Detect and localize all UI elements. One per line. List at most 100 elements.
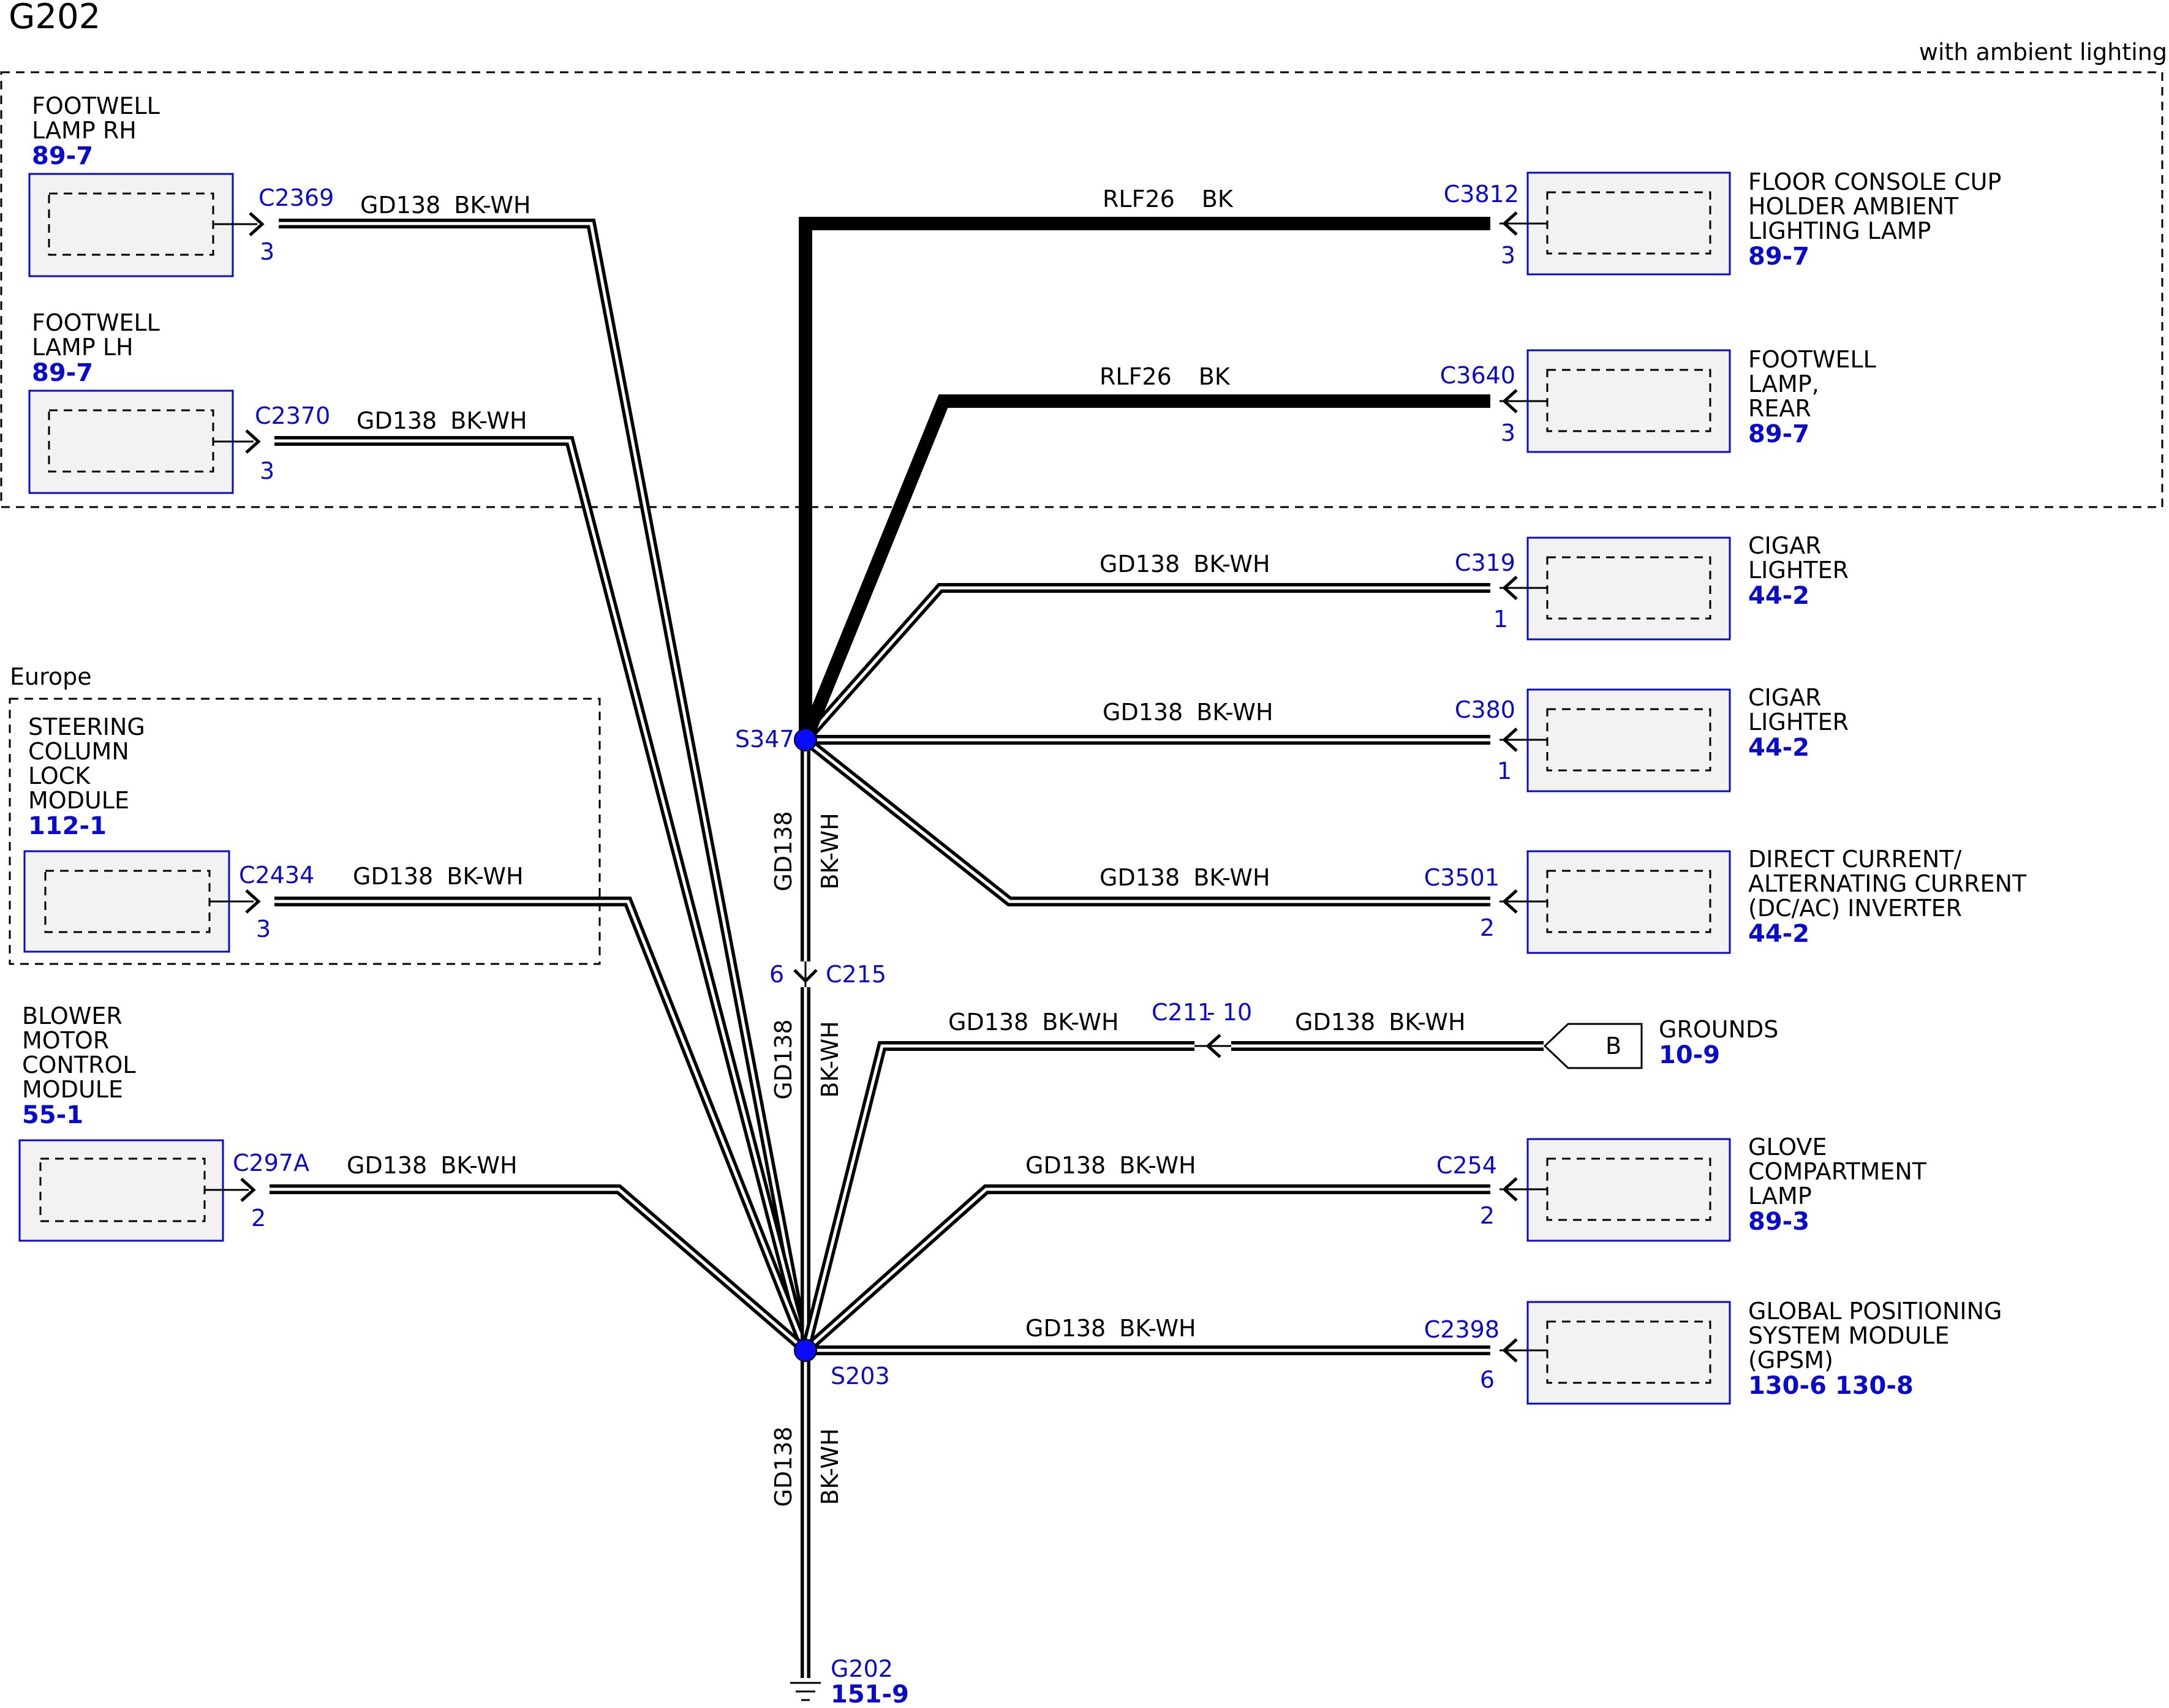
component-footwell-lamp-lh[interactable]: FOOTWELL LAMP LH 89-7 C2370 3 — [28, 309, 330, 494]
connector-c3812[interactable]: C3812 — [1444, 181, 1519, 208]
component-cigar-lighter-c319[interactable]: C319 1 CIGAR LIGHTER 44-2 — [1455, 532, 1849, 641]
footwell-rh-name-2: LAMP RH — [32, 117, 137, 144]
connector-c2434[interactable]: C2434 — [239, 862, 314, 889]
glove-name-2: COMPARTMENT — [1748, 1158, 1927, 1185]
pin-c2398: 6 — [1480, 1366, 1495, 1393]
component-steering-column-lock-module[interactable]: STEERING COLUMN LOCK MODULE 112-1 C2434 … — [23, 713, 314, 953]
pin-c254: 2 — [1480, 1202, 1495, 1229]
gpsm-name-1: GLOBAL POSITIONING — [1748, 1298, 2002, 1325]
connector-c2370[interactable]: C2370 — [255, 402, 330, 429]
component-footwell-lamp-rh[interactable]: FOOTWELL LAMP RH 89-7 C2369 3 — [28, 92, 334, 277]
connector-c215[interactable]: C215 — [826, 961, 886, 988]
steering-name-2: COLUMN — [28, 738, 129, 765]
footwell-rear-name-2: LAMP, — [1748, 371, 1819, 397]
grounds-tag-shape — [1543, 1023, 1643, 1069]
blower-name-4: MODULE — [22, 1076, 123, 1103]
connector-c3501[interactable]: C3501 — [1424, 864, 1499, 891]
steering-box — [23, 850, 230, 953]
grounds-ref[interactable]: 10-9 — [1659, 1041, 1720, 1069]
cigar-2-box — [1526, 688, 1731, 792]
component-floor-console-cup-holder-lamp[interactable]: C3812 3 FLOOR CONSOLE CUP HOLDER AMBIENT… — [1444, 168, 2002, 276]
cigar-2-name-1: CIGAR — [1748, 684, 1822, 711]
cup-holder-name-3: LIGHTING LAMP — [1748, 217, 1931, 244]
connector-c211[interactable]: C211 — [1152, 999, 1212, 1026]
blower-box — [18, 1139, 224, 1242]
wire-c3640 — [799, 394, 1490, 743]
footwell-rh-ref[interactable]: 89-7 — [32, 142, 93, 170]
connector-c297a[interactable]: C297A — [233, 1149, 309, 1176]
inverter-name-3: (DC/AC) INVERTER — [1748, 895, 1962, 922]
gpsm-name-3: (GPSM) — [1748, 1347, 1833, 1374]
pin-c2370: 3 — [260, 457, 274, 484]
footwell-rear-ref[interactable]: 89-7 — [1748, 420, 1809, 448]
inline-connector-c215[interactable]: C215 6 — [769, 961, 886, 988]
component-glove-compartment-lamp[interactable]: C254 2 GLOVE COMPARTMENT LAMP 89-3 — [1436, 1134, 1927, 1242]
pin-c297a: 2 — [251, 1205, 266, 1232]
wire-c3812 — [799, 217, 1490, 740]
footwell-lh-name-2: LAMP LH — [32, 334, 134, 361]
grounds-label: GROUNDS — [1659, 1016, 1778, 1043]
connector-c380[interactable]: C380 — [1455, 696, 1515, 723]
connector-c2398-icon — [1502, 1338, 1518, 1363]
gpsm-ref[interactable]: 130-6 130-8 — [1748, 1372, 1914, 1400]
footwell-rear-name-3: REAR — [1748, 395, 1811, 422]
ground-ref[interactable]: 151-9 — [831, 1680, 909, 1708]
component-grounds[interactable]: B GROUNDS 10-9 — [1543, 1016, 1778, 1069]
connector-c3640[interactable]: C3640 — [1440, 362, 1515, 389]
connector-c2369-icon — [249, 212, 265, 236]
inverter-name-2: ALTERNATING CURRENT — [1748, 870, 2027, 897]
cigar-1-name-2: LIGHTER — [1748, 557, 1849, 584]
splice-s203-dot[interactable] — [794, 1339, 817, 1362]
connector-c3812-icon — [1502, 211, 1518, 236]
ground-name[interactable]: G202 — [831, 1655, 893, 1682]
trunk-lower-wire-color: BK-WH — [817, 1428, 843, 1505]
cigar-1-ref[interactable]: 44-2 — [1748, 582, 1809, 610]
component-cigar-lighter-c380[interactable]: C380 1 CIGAR LIGHTER 44-2 — [1455, 684, 1849, 792]
connector-c254-icon — [1502, 1177, 1518, 1202]
europe-label: Europe — [10, 663, 92, 690]
connector-c254[interactable]: C254 — [1436, 1152, 1497, 1179]
inline-connector-c211[interactable]: C211 - 10 — [1152, 999, 1252, 1058]
splice-s347[interactable]: S347 — [735, 726, 794, 753]
grounds-tag: B — [1605, 1033, 1621, 1059]
trunk-upper-wire-code: GD138 — [770, 811, 797, 891]
steering-name-4: MODULE — [28, 787, 129, 814]
inverter-ref[interactable]: 44-2 — [1748, 920, 1809, 948]
blower-name-2: MOTOR — [22, 1027, 109, 1054]
footwell-lh-ref[interactable]: 89-7 — [32, 359, 93, 387]
connector-c319[interactable]: C319 — [1455, 549, 1515, 576]
component-blower-motor-control-module[interactable]: BLOWER MOTOR CONTROL MODULE 55-1 C297A 2 — [18, 1003, 309, 1242]
inverter-name-1: DIRECT CURRENT/ — [1748, 846, 1962, 873]
pin-c2369: 3 — [260, 238, 274, 265]
glove-ref[interactable]: 89-3 — [1748, 1208, 1809, 1236]
wire-c297a — [270, 1184, 809, 1355]
blower-ref[interactable]: 55-1 — [22, 1101, 83, 1129]
cup-holder-name-2: HOLDER AMBIENT — [1748, 193, 1959, 220]
footwell-rh-box — [28, 173, 234, 277]
cigar-2-ref[interactable]: 44-2 — [1748, 734, 1809, 762]
footwell-lh-box — [28, 389, 234, 494]
glove-name-1: GLOVE — [1748, 1134, 1827, 1161]
footwell-rear-box — [1526, 349, 1731, 453]
connector-c2369[interactable]: C2369 — [258, 184, 334, 211]
trunk-middle-wire-color: BK-WH — [817, 1021, 843, 1097]
ground-point-g202[interactable]: G202 151-9 — [790, 1655, 909, 1708]
pin-c215: 6 — [769, 961, 784, 988]
connector-c2398[interactable]: C2398 — [1424, 1316, 1499, 1343]
cup-holder-ref[interactable]: 89-7 — [1748, 243, 1809, 271]
component-footwell-lamp-rear[interactable]: C3640 3 FOOTWELL LAMP, REAR 89-7 — [1440, 346, 1876, 453]
inverter-box — [1526, 850, 1731, 954]
steering-ref[interactable]: 112-1 — [28, 812, 107, 840]
component-gpsm[interactable]: C2398 6 GLOBAL POSITIONING SYSTEM MODULE… — [1424, 1298, 2002, 1405]
splice-s203[interactable]: S203 — [831, 1363, 890, 1390]
splice-s347-dot[interactable] — [794, 728, 817, 751]
wire-c2369 — [279, 219, 810, 1352]
trunk-lower-wire-code: GD138 — [770, 1426, 797, 1507]
component-dc-ac-inverter[interactable]: C3501 2 DIRECT CURRENT/ ALTERNATING CURR… — [1424, 846, 2027, 954]
